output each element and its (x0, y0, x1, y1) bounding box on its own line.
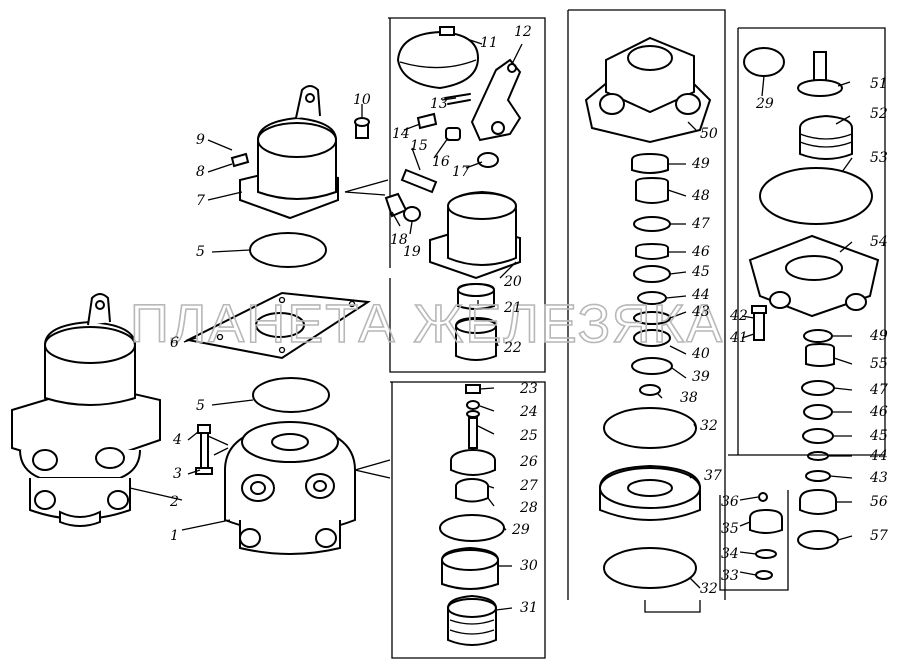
callout-label: 55 (870, 356, 888, 372)
mounting-plate (184, 291, 371, 360)
upper-cover-assembly (230, 85, 370, 220)
callout-label: 20 (503, 274, 522, 290)
assembled-valve-left (11, 293, 161, 527)
callout-label: 8 (196, 164, 205, 180)
callout-label: 16 (432, 154, 450, 170)
callout-label: 54 (870, 234, 888, 250)
callout-label: 6 (170, 335, 179, 351)
callout-label: 32 (700, 418, 718, 434)
callout-label: 31 (520, 600, 538, 616)
callout-label: 49 (691, 156, 710, 172)
gasket-ring-lower (252, 377, 330, 413)
callout-label: 1 (170, 528, 179, 544)
callout-label: 44 (869, 448, 888, 464)
callout-label: 4 (172, 432, 182, 448)
lever-group-parts (384, 26, 522, 361)
callout-label: 29 (755, 96, 774, 112)
callout-label: 45 (691, 264, 710, 280)
callout-label: 35 (721, 521, 739, 537)
callout-label: 18 (390, 232, 408, 248)
gasket-ring-upper (249, 232, 327, 268)
callout-label: 17 (452, 164, 470, 180)
callout-label: 34 (721, 546, 739, 562)
callout-label: 5 (196, 244, 205, 260)
callout-label: 43 (691, 304, 710, 320)
upper-valve-group (743, 47, 880, 580)
callout-label: 24 (519, 404, 538, 420)
callout-label: 47 (869, 382, 888, 398)
callout-label: 37 (704, 468, 722, 484)
frame-far-right (728, 27, 886, 456)
callout-label: 15 (410, 138, 428, 154)
watermark-text: ПЛАНЕТА ЖЕЛЕЗЯКА (130, 294, 724, 354)
callout-label: 51 (870, 76, 888, 92)
frame-upper-middle (388, 17, 546, 373)
callout-label: 38 (680, 390, 698, 406)
frame-small-parts (719, 490, 789, 591)
callout-labels: 1 2 3 4 5 5 6 7 8 9 10 11 12 13 14 15 16… (169, 24, 888, 616)
callout-label: 29 (511, 522, 530, 538)
callout-label: 45 (869, 428, 888, 444)
callout-label: 12 (514, 24, 532, 40)
callout-label: 42 (729, 308, 748, 324)
callout-label: 26 (519, 454, 538, 470)
callout-label: 3 (173, 466, 182, 482)
callout-label: 14 (392, 126, 410, 142)
callout-label: 57 (870, 528, 888, 544)
callout-label: 11 (480, 35, 498, 51)
callout-label: 7 (196, 193, 205, 209)
callout-label: 28 (519, 500, 538, 516)
callout-label: 53 (870, 150, 888, 166)
frame-right-column (568, 9, 726, 600)
callout-label: 10 (353, 92, 371, 108)
callout-label: 43 (869, 470, 888, 486)
frame-lower-middle (390, 381, 546, 659)
callout-label: 48 (691, 188, 710, 204)
callout-label: 36 (721, 494, 739, 510)
callout-label: 25 (519, 428, 538, 444)
callout-label: 9 (196, 132, 205, 148)
bolt-and-washer (195, 424, 213, 475)
callout-label: 52 (870, 106, 888, 122)
callout-label: 56 (870, 494, 888, 510)
callout-label: 2 (169, 494, 179, 510)
callout-label: 22 (503, 340, 522, 356)
callout-label: 32 (700, 581, 718, 597)
valve-body (224, 421, 356, 555)
callout-label: 39 (692, 369, 710, 385)
callout-label: 19 (403, 244, 421, 260)
callout-label: 50 (700, 126, 718, 142)
callout-label: 46 (869, 404, 888, 420)
callout-label: 21 (503, 300, 522, 316)
valve-stem-group (439, 384, 505, 646)
callout-label: 49 (869, 328, 888, 344)
callout-label: 5 (196, 398, 205, 414)
group-frames (207, 9, 886, 659)
callout-label: 44 (691, 287, 710, 303)
callout-label: 27 (519, 478, 538, 494)
callout-label: 33 (721, 568, 739, 584)
callout-label: 46 (691, 244, 710, 260)
leader-lines (129, 39, 853, 611)
callout-label: 40 (691, 346, 710, 362)
callout-label: 13 (430, 96, 448, 112)
callout-label: 23 (519, 381, 538, 397)
callout-label: 47 (691, 216, 710, 232)
callout-label: 30 (520, 558, 538, 574)
callout-label: 41 (729, 330, 748, 346)
